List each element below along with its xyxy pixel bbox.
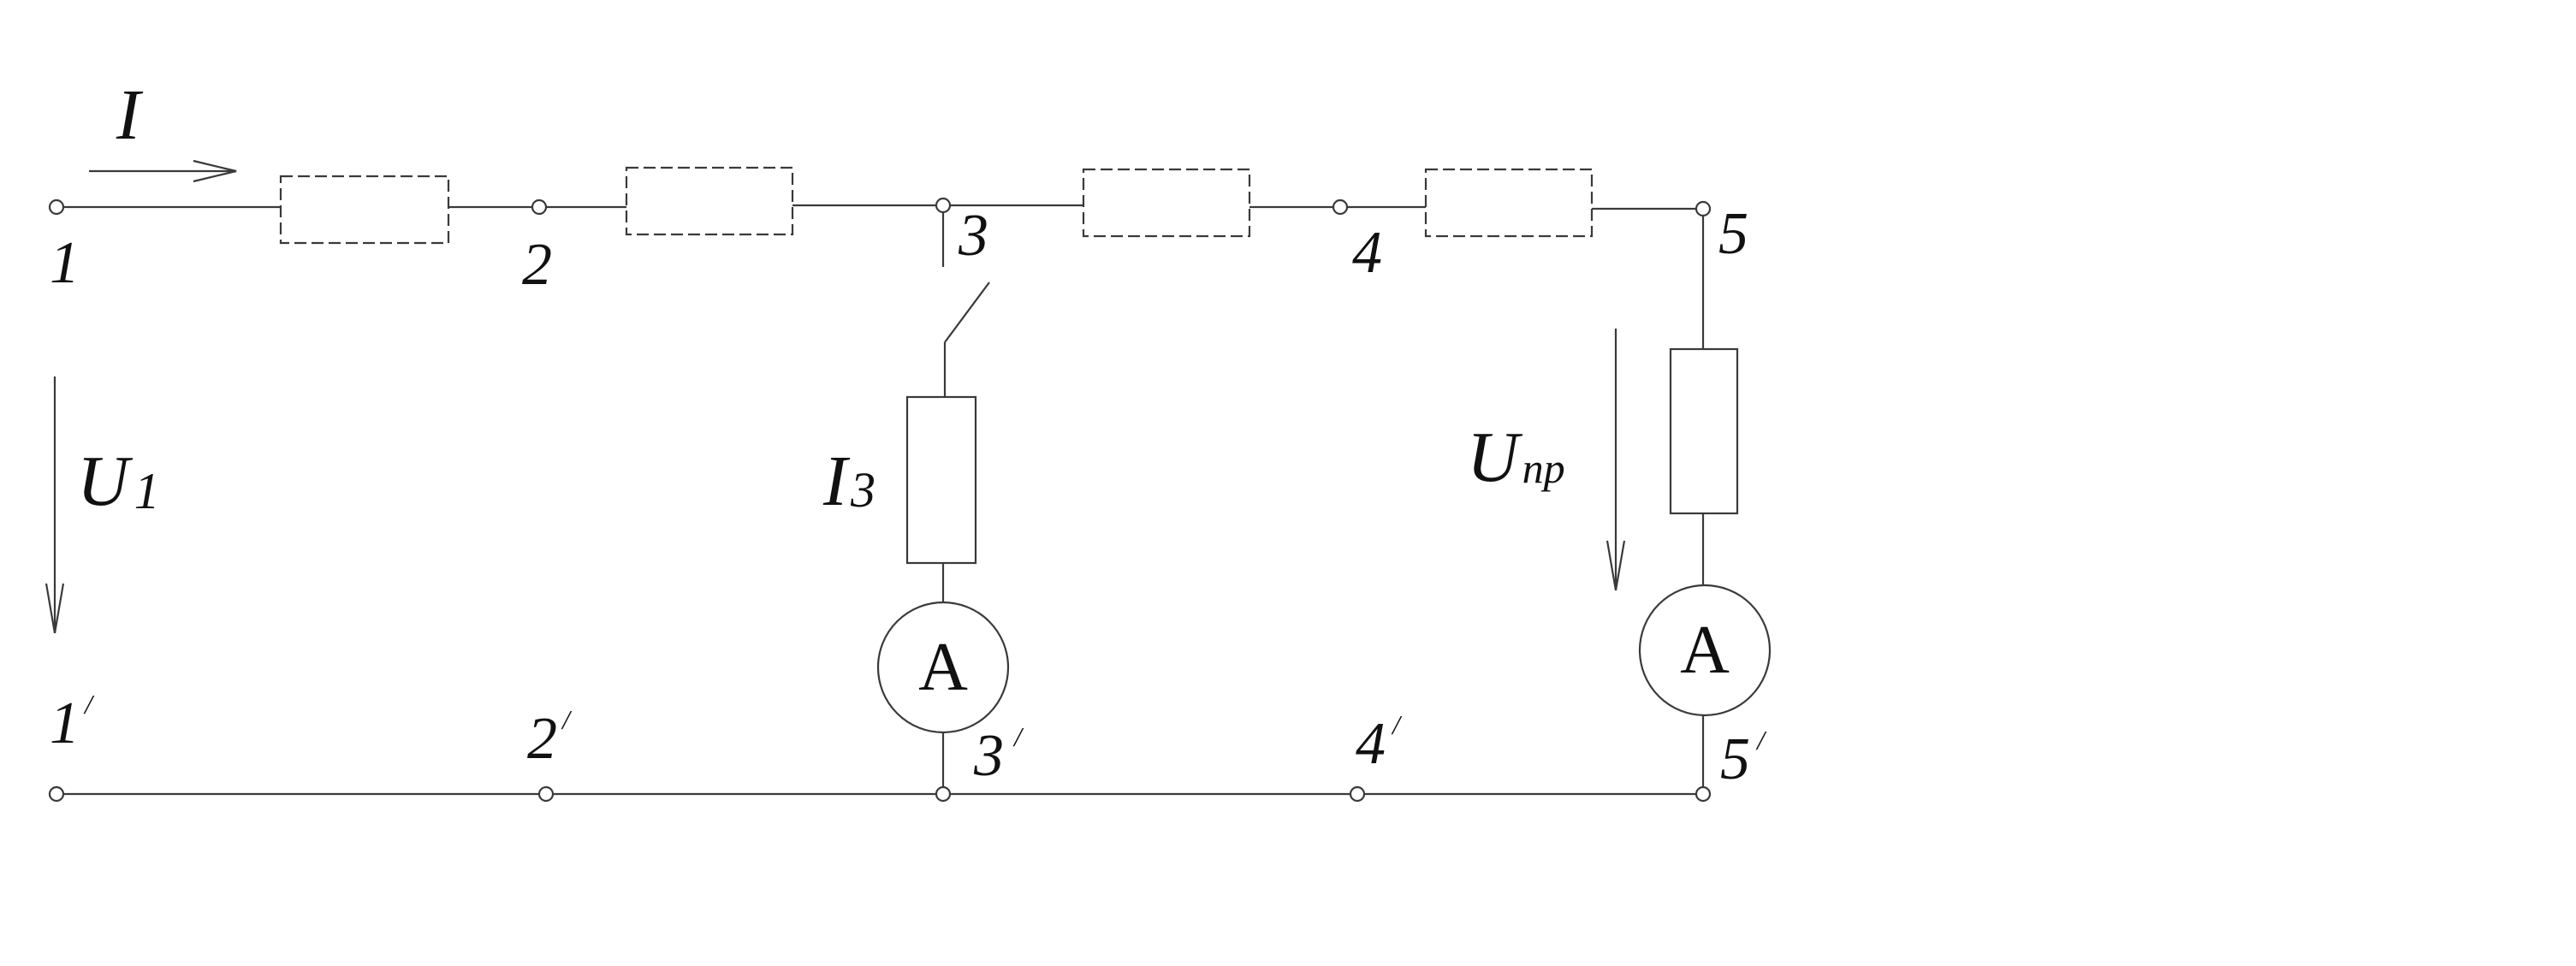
ammeter-5-symbol: A: [1680, 613, 1730, 688]
bottom-node-labels: 1/ 2/ 3/ 4/ 5/: [50, 689, 1767, 792]
top-rail: [62, 204, 1698, 210]
terminal-3[interactable]: [935, 197, 952, 214]
resistor-3-4: [1082, 168, 1251, 238]
i3-main: I: [822, 442, 851, 521]
i3-label: I3: [822, 442, 875, 521]
terminal-3-prime[interactable]: [935, 785, 952, 803]
u1-arrow-head: [45, 583, 65, 634]
terminal-1[interactable]: [48, 199, 65, 216]
branch-5: [1638, 214, 1772, 789]
i3-sub: 3: [850, 462, 875, 518]
top-node-labels: 1 2 3 4 5: [50, 201, 1748, 298]
unp-arrow-head: [1606, 540, 1626, 591]
node-label-3: 3: [958, 203, 988, 269]
node-2p-prime: /: [561, 704, 573, 735]
resistor-2-3: [625, 166, 794, 236]
ammeter-5: [1638, 584, 1772, 717]
current-arrow: I: [89, 75, 237, 183]
top-resistors: [279, 166, 1594, 245]
node-label-4: 4: [1352, 220, 1382, 286]
resistor-branch-3: [905, 395, 977, 565]
unp-sub: пр: [1522, 444, 1565, 492]
branch-3: [876, 212, 1010, 789]
current-arrow-head: [193, 159, 237, 183]
node-label-3-prime: 3/: [973, 721, 1024, 789]
node-4p-prime: /: [1391, 709, 1403, 740]
node-1p-prime: /: [83, 689, 95, 720]
node-3p-prime: /: [1012, 721, 1024, 752]
node-5p-num: 5: [1720, 726, 1750, 792]
unp-main: U: [1467, 418, 1523, 497]
node-label-4-prime: 4/: [1356, 709, 1403, 777]
output-voltage-arrow: Uпр: [1467, 329, 1626, 591]
unp-label: Uпр: [1467, 418, 1565, 497]
node-2p-num: 2: [527, 706, 557, 772]
node-4p-num: 4: [1356, 711, 1386, 777]
resistor-1-2: [279, 175, 450, 245]
resistor-load: [1669, 347, 1739, 515]
node-3p-num: 3: [973, 723, 1004, 789]
terminal-5-prime[interactable]: [1695, 785, 1712, 803]
terminal-5[interactable]: [1695, 200, 1712, 217]
terminal-4-prime[interactable]: [1349, 785, 1366, 803]
terminal-1-prime[interactable]: [48, 785, 65, 803]
node-label-1: 1: [50, 230, 80, 296]
node-label-5-prime: 5/: [1720, 725, 1767, 792]
node-label-2: 2: [522, 232, 552, 298]
u1-main: U: [77, 442, 134, 521]
current-label: I: [116, 75, 144, 155]
node-1p-num: 1: [50, 690, 80, 756]
terminal-2-prime[interactable]: [537, 785, 555, 803]
node-5p-prime: /: [1755, 725, 1767, 756]
switch-blade[interactable]: [944, 282, 990, 343]
ammeter-3-symbol: A: [918, 630, 968, 705]
node-label-1-prime: 1/: [50, 689, 95, 756]
terminals: [48, 197, 1712, 803]
resistor-4-5: [1424, 168, 1594, 238]
terminal-4[interactable]: [1332, 199, 1349, 216]
node-label-2-prime: 2/: [527, 704, 573, 772]
u1-sub: 1: [134, 463, 160, 519]
node-label-5: 5: [1718, 201, 1748, 267]
terminal-2[interactable]: [531, 199, 548, 216]
